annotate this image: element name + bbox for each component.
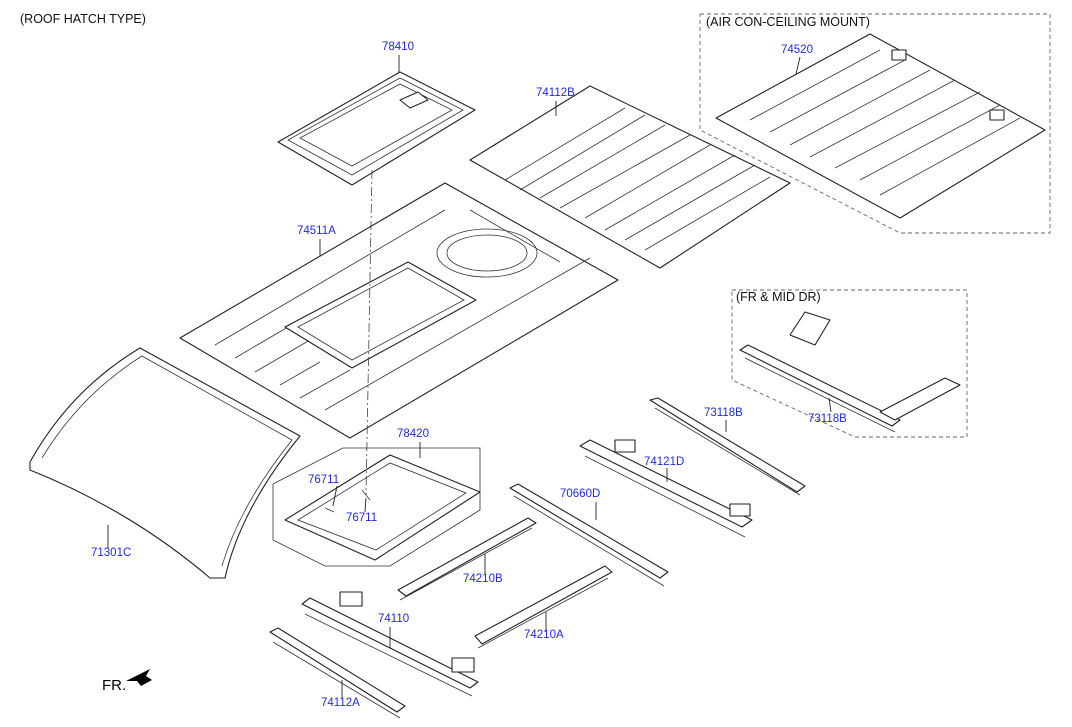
heading-air-con-ceiling-mount: (AIR CON-CEILING MOUNT) — [706, 15, 870, 29]
hatch-frame-group-box — [272, 447, 481, 567]
part-label-73118B-bow[interactable]: 73118B — [704, 407, 743, 419]
air-con-group-box — [699, 13, 1051, 234]
front-direction-label: FR. — [102, 677, 127, 694]
part-label-73118B-assembly[interactable]: 73118B — [808, 413, 847, 425]
part-label-78410[interactable]: 78410 — [382, 41, 414, 53]
bow-74210B — [397, 517, 537, 601]
part-label-74210A[interactable]: 74210A — [524, 629, 564, 641]
rail-74112A — [269, 627, 406, 719]
part-label-78420[interactable]: 78420 — [397, 428, 429, 440]
ceiling-panel-74520 — [715, 33, 1046, 219]
roof-hatch-lid-78410 — [277, 71, 476, 186]
front-arrow-icon — [126, 669, 152, 686]
hatch-alignment-line — [365, 169, 373, 496]
part-label-74511A[interactable]: 74511A — [297, 225, 336, 237]
heading-fr-mid-dr: (FR & MID DR) — [736, 290, 821, 304]
part-label-74110[interactable]: 74110 — [378, 613, 410, 625]
part-label-76711-upper[interactable]: 76711 — [308, 474, 340, 486]
fr-mid-dr-rail-assembly — [739, 311, 961, 433]
part-label-76711-lower[interactable]: 76711 — [346, 512, 378, 524]
leader-lines — [107, 55, 832, 698]
fr-mid-dr-group-box — [731, 289, 968, 438]
roof-panel-74112B — [469, 85, 791, 269]
hatch-frame-78420 — [284, 454, 481, 561]
part-label-74112B[interactable]: 74112B — [536, 87, 575, 99]
part-label-74210B[interactable]: 74210B — [463, 573, 503, 585]
bow-70660D — [509, 483, 669, 587]
part-label-74121D[interactable]: 74121D — [644, 456, 685, 468]
roof-panel-74511A — [179, 182, 619, 439]
heading-roof-hatch-type: (ROOF HATCH TYPE) — [20, 12, 146, 26]
part-label-70660D[interactable]: 70660D — [560, 488, 601, 500]
bow-73118B — [649, 397, 806, 496]
part-label-74520[interactable]: 74520 — [781, 44, 813, 56]
roof-outer-71301C — [29, 347, 301, 579]
part-label-74112A[interactable]: 74112A — [321, 697, 360, 709]
rail-74121D — [579, 439, 753, 538]
part-label-71301C[interactable]: 71301C — [91, 547, 132, 559]
bow-74210A — [474, 565, 613, 649]
